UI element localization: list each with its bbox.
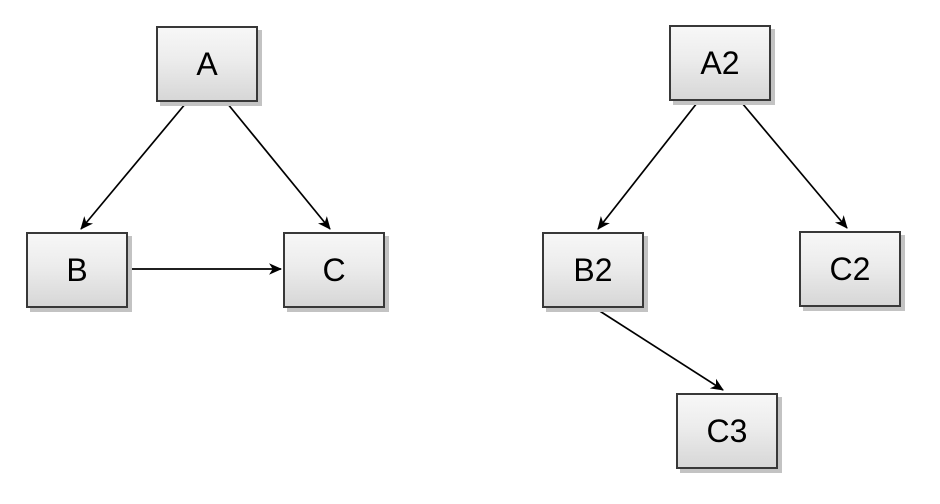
node-A2[interactable]: A2 [669,25,771,101]
edge-A-B [80,102,187,230]
edge-B2-C3 [594,307,724,391]
node-B-label: B [66,252,88,288]
node-A-label: A [196,46,218,82]
node-A[interactable]: A [156,26,258,102]
node-C-label: C [322,252,346,288]
node-C2[interactable]: C2 [799,231,901,307]
node-B2[interactable]: B2 [542,232,644,308]
node-C3-label: C3 [706,413,748,449]
node-C3[interactable]: C3 [676,393,778,469]
edge-A2-B2 [597,102,698,230]
node-B[interactable]: B [26,232,128,308]
node-A2-label: A2 [700,45,740,81]
node-B2-label: B2 [573,252,613,288]
edge-A2-C2 [741,102,848,229]
edge-A-C [226,102,331,230]
node-C[interactable]: C [283,232,385,308]
node-C2-label: C2 [829,251,871,287]
